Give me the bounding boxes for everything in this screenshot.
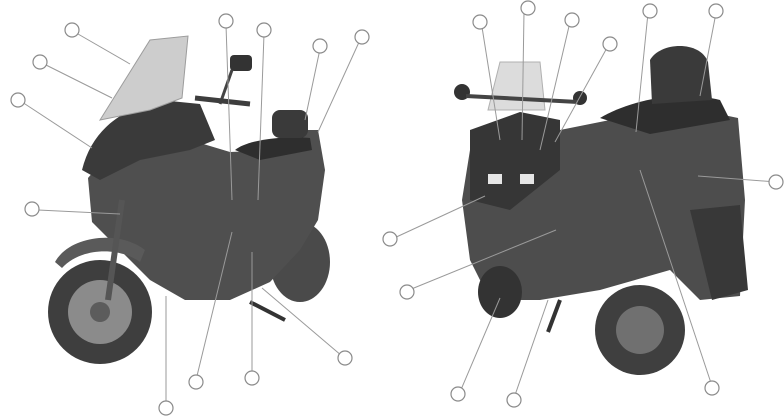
callout-marker-l1	[65, 23, 79, 37]
left-motorcycle-illustration	[48, 36, 330, 364]
right-kickstand	[548, 300, 560, 332]
callout-marker-r3	[565, 13, 579, 27]
callout-marker-r11	[507, 393, 521, 407]
callout-marker-l12	[159, 401, 173, 415]
callout-marker-l7	[313, 39, 327, 53]
left-handlebar	[195, 98, 250, 104]
right-top-case	[650, 46, 712, 104]
right-windshield	[488, 62, 545, 110]
callout-marker-r5	[643, 4, 657, 18]
right-headlight-right	[520, 174, 534, 184]
right-headlight-left	[488, 174, 502, 184]
right-motorcycle-illustration	[454, 46, 748, 375]
callout-marker-r4	[603, 37, 617, 51]
callout-marker-l3	[11, 93, 25, 107]
callout-marker-l11	[338, 351, 352, 365]
callout-marker-l4	[25, 202, 39, 216]
left-mirror	[230, 55, 252, 71]
callout-marker-r10	[451, 387, 465, 401]
callout-marker-r2	[521, 1, 535, 15]
callout-marker-l2	[33, 55, 47, 69]
callout-marker-l9	[189, 375, 203, 389]
callout-marker-l5	[219, 14, 233, 28]
callout-marker-r12	[705, 381, 719, 395]
callout-marker-r6	[709, 4, 723, 18]
callout-marker-l6	[257, 23, 271, 37]
callout-marker-r9	[400, 285, 414, 299]
callout-marker-r8	[383, 232, 397, 246]
callout-marker-l8	[355, 30, 369, 44]
left-kickstand	[250, 302, 285, 320]
left-front-hub	[90, 302, 110, 322]
right-front-wheel	[478, 266, 522, 318]
right-rear-rim	[616, 306, 664, 354]
callout-marker-r1	[473, 15, 487, 29]
callout-marker-l10	[245, 371, 259, 385]
callout-marker-r7	[769, 175, 783, 189]
left-top-case	[272, 110, 308, 138]
